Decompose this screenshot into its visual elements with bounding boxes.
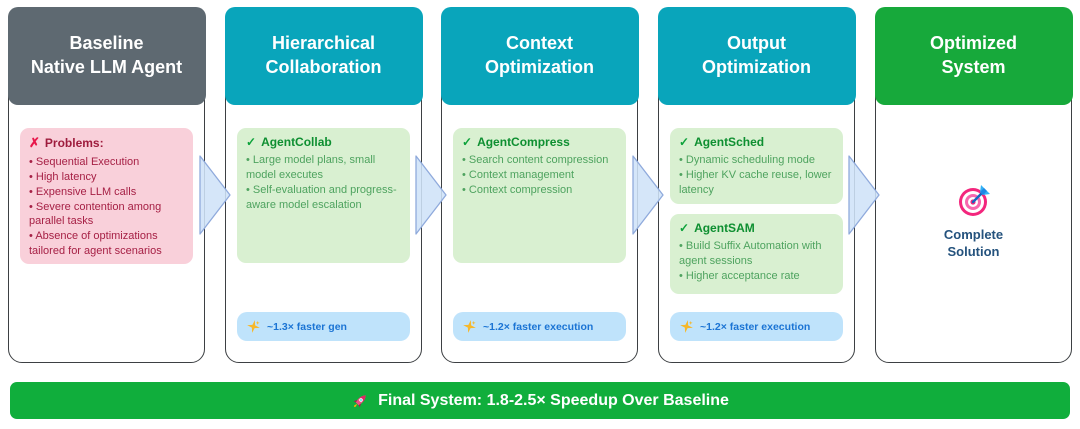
header-line: Output — [727, 33, 786, 54]
feature-title-label: AgentCollab — [261, 135, 332, 149]
header-line: Collaboration — [265, 56, 382, 77]
bullet-item: Higher acceptance rate — [679, 269, 834, 284]
check-icon: ✓ — [679, 135, 690, 149]
result-line: Complete — [943, 227, 1004, 242]
feature-box-agentsched: ✓ AgentSched Dynamic scheduling mode Hig… — [670, 128, 843, 204]
column-output-optimization: Output Optimization ✓ AgentSched Dynamic… — [657, 6, 856, 363]
flow-arrow-icon — [848, 155, 880, 235]
target-icon — [957, 184, 991, 218]
feature-title-label: AgentSAM — [694, 221, 755, 235]
feature-box-agentsam: ✓ AgentSAM Build Suffix Automation with … — [670, 214, 843, 294]
feature-box-title: ✓ AgentSAM — [679, 221, 834, 235]
speedup-badge-label: ~1.3× faster gen — [267, 320, 347, 333]
x-icon: ✗ — [29, 135, 40, 150]
header-line: Native LLM Agent — [30, 56, 183, 77]
bullet-item: Build Suffix Automation with agent sessi… — [679, 239, 834, 269]
bullet-item: Self-evaluation and progress-aware model… — [246, 183, 401, 213]
complete-solution-label: Complete Solution — [944, 227, 1003, 261]
header-line: Hierarchical — [271, 33, 376, 54]
column-header-hierarchical-collaboration: Hierarchical Collaboration — [224, 6, 423, 105]
sparkle-icon — [463, 320, 476, 333]
feature-box-title: ✓ AgentCollab — [246, 135, 401, 149]
header-line: Optimization — [485, 56, 594, 77]
column-header-context-optimization: Context Optimization — [440, 6, 639, 105]
bullet-item: High latency — [29, 170, 184, 185]
speedup-badge: ~1.2× faster execution — [453, 312, 626, 341]
check-icon: ✓ — [679, 221, 690, 235]
column-hierarchical-collaboration: Hierarchical Collaboration ✓ AgentCollab… — [224, 6, 423, 363]
column-header-optimized-system: Optimized System — [874, 6, 1073, 105]
header-line: Optimized — [929, 33, 1017, 54]
header-line: Context — [506, 33, 573, 54]
speedup-badge: ~1.3× faster gen — [237, 312, 410, 341]
bullet-item: Search content compression — [462, 153, 617, 168]
speedup-badge-label: ~1.2× faster execution — [483, 320, 594, 333]
flow-arrow-icon — [199, 155, 231, 235]
bullet-item: Higher KV cache reuse, lower latency — [679, 168, 834, 198]
check-icon: ✓ — [462, 135, 473, 149]
column-header-baseline: Baseline Native LLM Agent — [7, 6, 206, 105]
header-line: Optimization — [702, 56, 811, 77]
problems-title-label: Problems: — [44, 136, 104, 150]
problems-box: ✗ Problems: Sequential Execution High la… — [20, 128, 193, 264]
feature-box-agentcollab: ✓ AgentCollab Large model plans, small m… — [237, 128, 410, 263]
final-system-banner: Final System: 1.8-2.5× Speedup Over Base… — [10, 382, 1070, 419]
bullet-item: Large model plans, small model executes — [246, 153, 401, 183]
column-header-output-optimization: Output Optimization — [657, 6, 856, 105]
column-optimized-system: Optimized System Complete Solution — [874, 6, 1073, 363]
header-line: System — [941, 56, 1006, 77]
column-baseline: Baseline Native LLM Agent ✗ Problems: Se… — [7, 6, 206, 363]
feature-box-agentcompress: ✓ AgentCompress Search content compressi… — [453, 128, 626, 263]
bullet-item: Dynamic scheduling mode — [679, 153, 834, 168]
bullet-item: Expensive LLM calls — [29, 185, 184, 200]
feature-title-label: AgentCompress — [477, 135, 570, 149]
flow-arrow-icon — [632, 155, 664, 235]
column-context-optimization: Context Optimization ✓ AgentCompress Sea… — [440, 6, 639, 363]
problems-box-title: ✗ Problems: — [29, 135, 184, 151]
sparkle-icon — [247, 320, 260, 333]
bullet-item: Context management — [462, 168, 617, 183]
bullet-item: Context compression — [462, 183, 617, 198]
bullet-item: Absence of optimizations tailored for ag… — [29, 229, 184, 259]
final-system-banner-label: Final System: 1.8-2.5× Speedup Over Base… — [378, 391, 729, 409]
flow-arrow-icon — [415, 155, 447, 235]
check-icon: ✓ — [246, 135, 257, 149]
rocket-icon — [351, 392, 369, 410]
complete-solution: Complete Solution — [876, 184, 1071, 261]
bullet-item: Severe contention among parallel tasks — [29, 200, 184, 230]
result-line: Solution — [947, 243, 1000, 259]
bullet-item: Sequential Execution — [29, 155, 184, 170]
sparkle-icon — [680, 320, 693, 333]
speedup-badge: ~1.2× faster execution — [670, 312, 843, 341]
header-line: Baseline — [69, 33, 144, 54]
speedup-badge-label: ~1.2× faster execution — [700, 320, 811, 333]
feature-box-title: ✓ AgentSched — [679, 135, 834, 149]
feature-box-title: ✓ AgentCompress — [462, 135, 617, 149]
feature-title-label: AgentSched — [694, 135, 765, 149]
